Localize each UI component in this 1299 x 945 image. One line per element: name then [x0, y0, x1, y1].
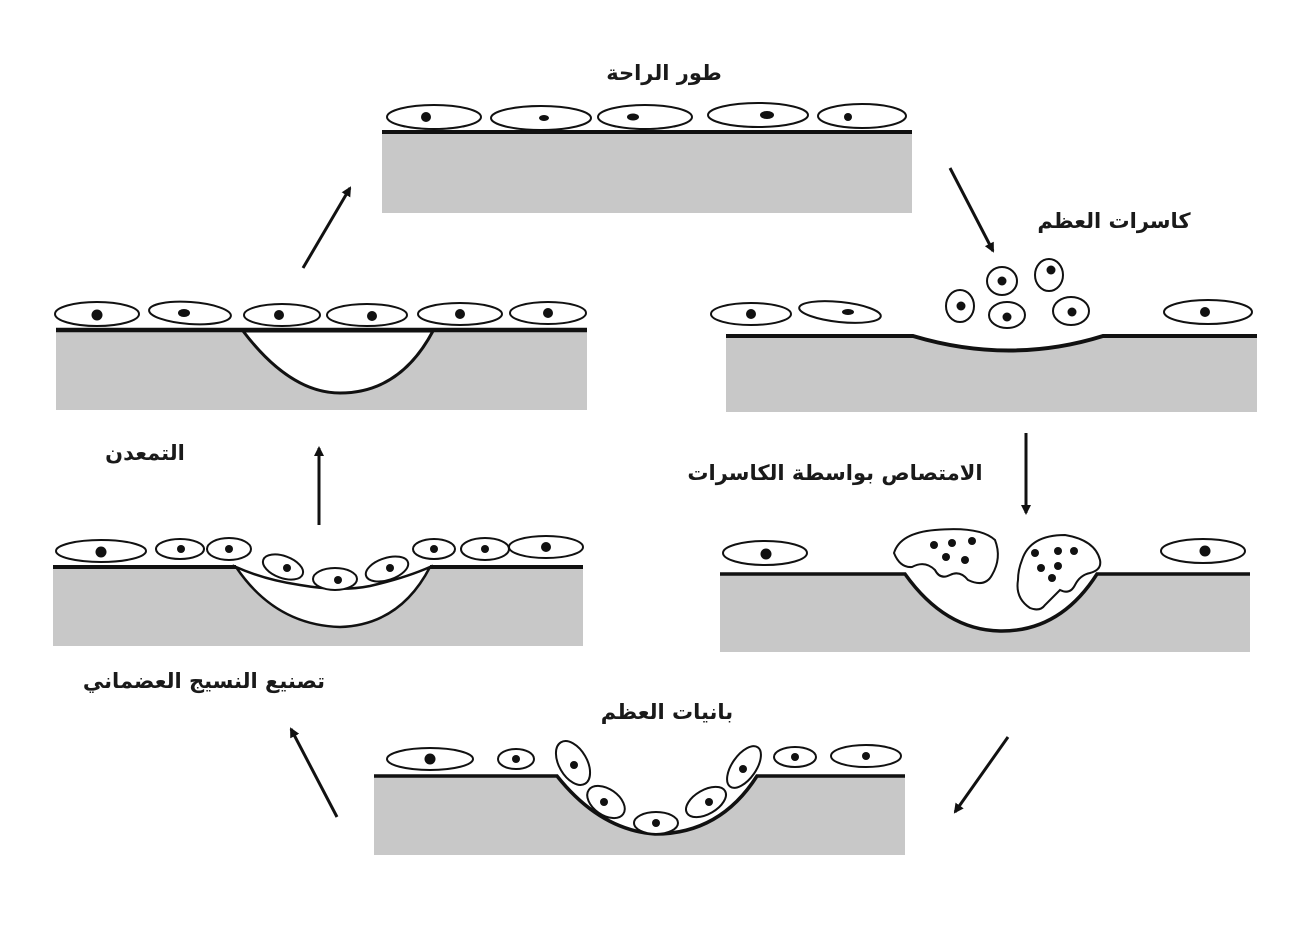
nucleus [512, 755, 520, 763]
nucleus [1070, 547, 1078, 555]
panel-osteoblasts [374, 740, 905, 855]
nucleus [739, 765, 747, 773]
nucleus [1067, 307, 1077, 317]
nucleus [225, 545, 233, 553]
nucleus [283, 564, 291, 572]
nucleus [961, 556, 969, 564]
osteoblast [261, 553, 305, 581]
nucleus [1199, 545, 1211, 557]
nucleus [455, 309, 465, 319]
nucleus [760, 111, 774, 119]
nucleus [942, 553, 950, 561]
nucleus [1031, 549, 1039, 557]
panel-osteoid-synthesis [53, 535, 584, 646]
nucleus [997, 276, 1007, 286]
lining-cell [798, 300, 882, 324]
bone-block [53, 567, 583, 646]
lining-cells [386, 102, 907, 131]
lining-cells [55, 535, 584, 563]
lining-cell [386, 104, 482, 130]
nucleus [367, 311, 377, 321]
osteoclast-resorbing-right [1016, 533, 1102, 611]
bone-block [382, 133, 912, 213]
nucleus [1046, 265, 1056, 275]
bone-block [56, 331, 587, 410]
nucleus [481, 545, 489, 553]
bone-block [726, 336, 1257, 412]
lining-cells [54, 300, 587, 327]
nucleus [334, 576, 342, 584]
osteoblast-cells [554, 740, 762, 835]
nucleus [430, 545, 438, 553]
lining-cells [722, 538, 1246, 566]
nucleus [948, 539, 956, 547]
panel-mineralization [54, 300, 587, 410]
arrow-mineralization-to-rest [301, 186, 352, 269]
nucleus [930, 541, 938, 549]
nucleus [177, 545, 185, 553]
nucleus [600, 798, 608, 806]
nucleus [1054, 562, 1062, 570]
nucleus [760, 548, 772, 560]
panel-osteoclasts [710, 258, 1257, 412]
label-resting-phase: طور الراحة [606, 61, 722, 85]
nucleus [652, 819, 660, 827]
nucleus [539, 115, 549, 121]
label-mineralization: التمعدن [105, 441, 185, 465]
bone-surface [726, 334, 1257, 353]
nucleus [1002, 312, 1012, 322]
label-osteoblasts: بانيات العظم [601, 700, 733, 724]
arrow-osteoblasts-to-osteoid [289, 727, 339, 818]
osteoblast-cells [261, 553, 410, 591]
lining-cell [597, 104, 693, 130]
arrow-resorption-to-osteoblasts [953, 736, 1010, 814]
nucleus [1048, 574, 1056, 582]
nucleus [91, 309, 103, 321]
lining-cells [710, 299, 1253, 326]
nucleus [274, 310, 284, 320]
nucleus [791, 753, 799, 761]
nucleus [424, 753, 436, 765]
lining-cell [326, 303, 408, 327]
nucleus [862, 752, 870, 760]
mineralized-cavity [239, 329, 436, 395]
nucleus [178, 309, 190, 317]
osteoclast-resorbing-left [892, 528, 999, 585]
panel-resorption [720, 528, 1250, 652]
nucleus [543, 308, 553, 318]
nucleus [842, 309, 854, 315]
bone-block [374, 776, 905, 855]
lining-cell [707, 102, 809, 128]
nucleus [968, 537, 976, 545]
bone-block [720, 574, 1250, 652]
panel-resting-phase [382, 102, 912, 213]
bone-surface [720, 572, 1250, 633]
nucleus [705, 798, 713, 806]
arrow-rest-to-osteoclasts [948, 167, 995, 253]
osteoclast-precursors [945, 258, 1090, 329]
nucleus [844, 113, 852, 121]
nucleus [95, 546, 107, 558]
nucleus [956, 301, 966, 311]
nucleus [627, 113, 639, 121]
nucleus [1200, 307, 1210, 317]
precursor-cell [1034, 258, 1064, 292]
nucleus [421, 112, 431, 122]
nucleus [1054, 547, 1062, 555]
osteoid-layer [232, 564, 433, 629]
nucleus [746, 309, 756, 319]
nucleus [1037, 564, 1045, 572]
label-resorption: الامتصاص بواسطة الكاسرات [687, 461, 982, 485]
nucleus [570, 761, 578, 769]
label-osteoid-synthesis: تصنيع النسيج العضماني [83, 669, 325, 693]
nucleus [541, 542, 551, 552]
label-osteoclasts: كاسرات العظم [1037, 209, 1191, 233]
lining-cells [386, 744, 902, 771]
lining-cell [817, 103, 907, 129]
nucleus [386, 564, 394, 572]
